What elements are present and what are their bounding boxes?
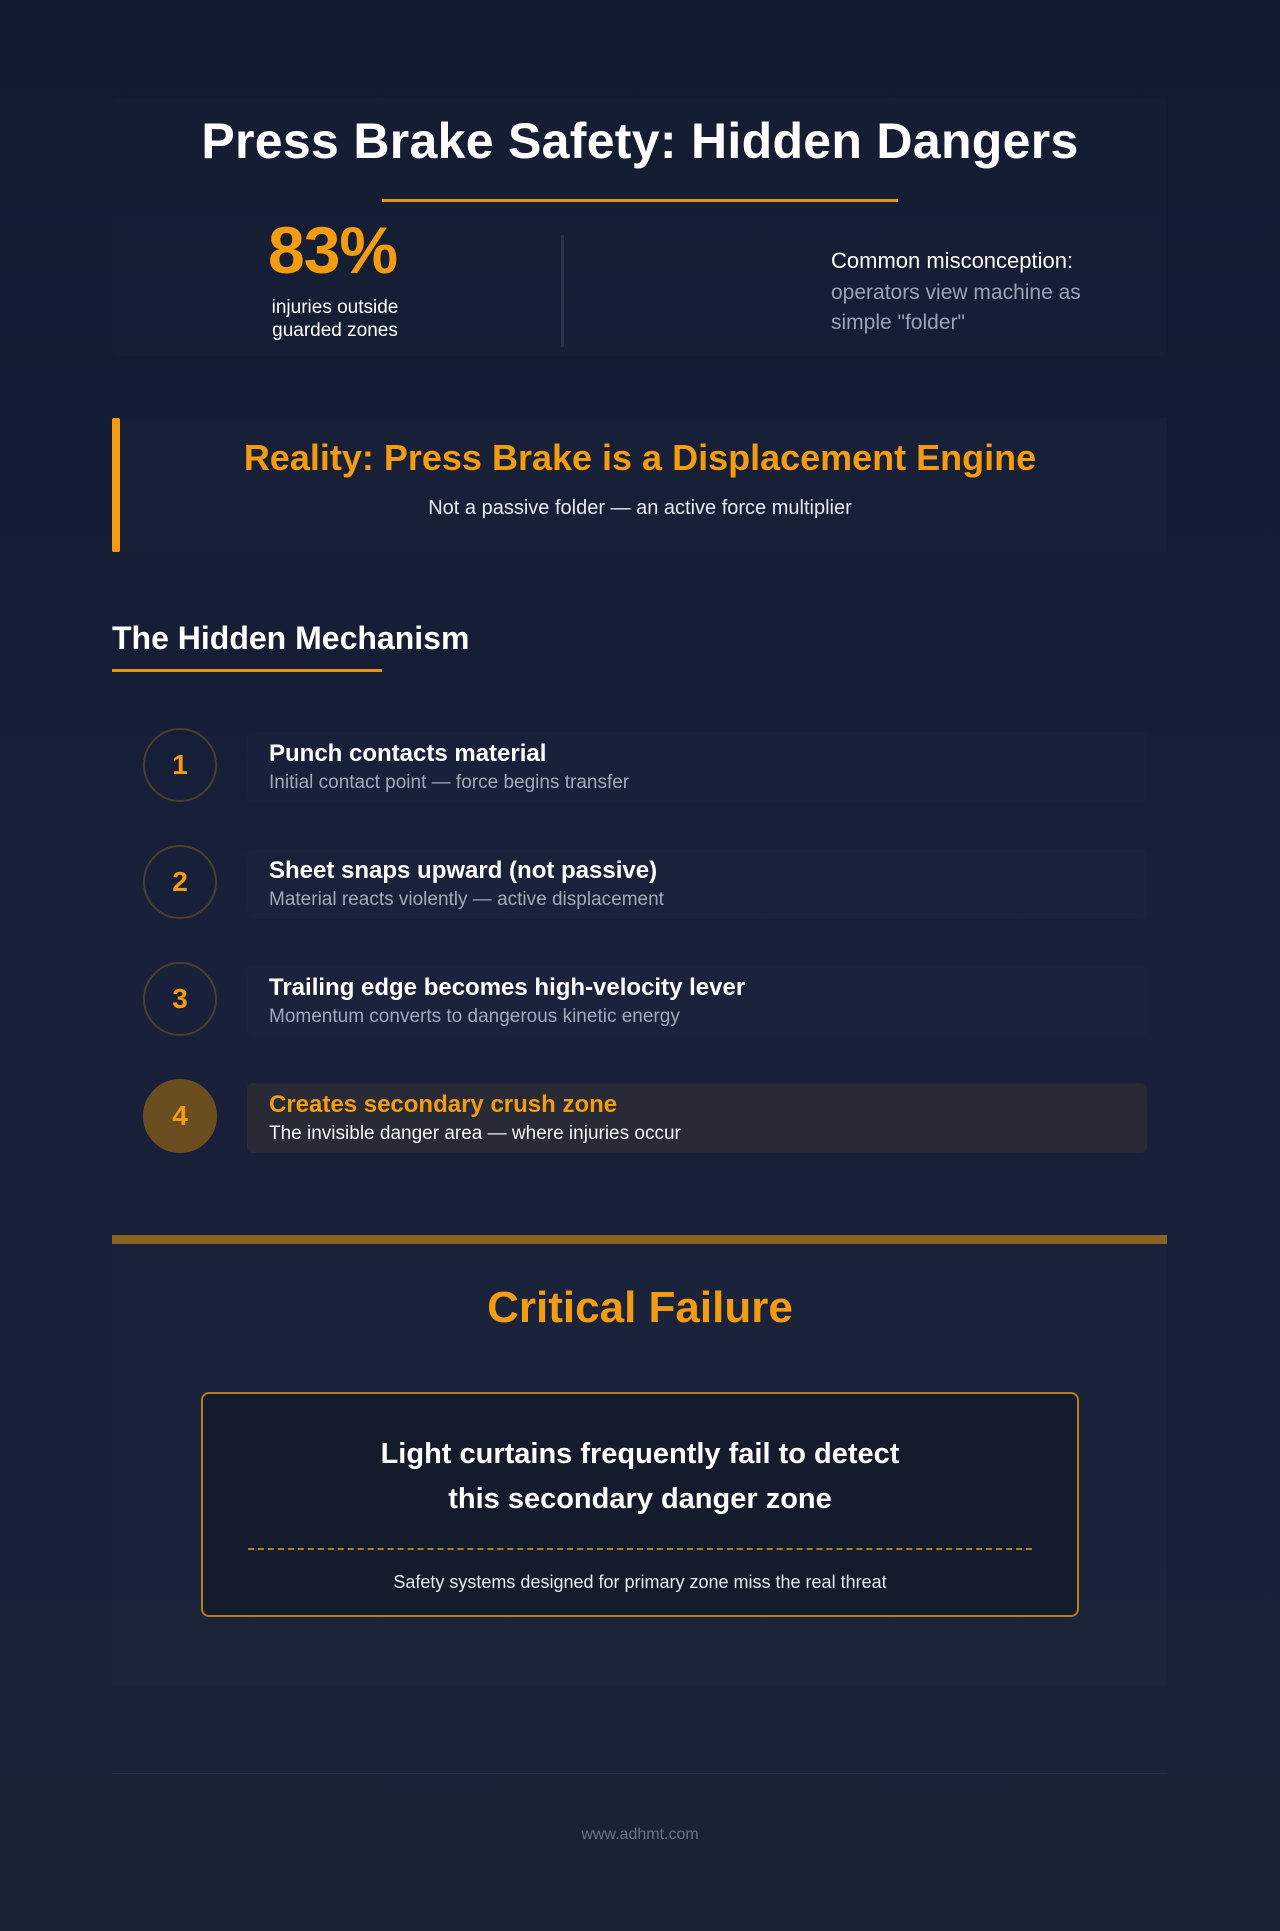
reality-accent-bar <box>112 418 120 552</box>
injury-stat-label: injuries outside guarded zones <box>271 297 399 341</box>
step-description: Material reacts violently — active displ… <box>269 889 664 910</box>
mechanism-step: 2 Sheet snaps upward (not passive) Mater… <box>112 845 1147 920</box>
mechanism-underline <box>112 669 382 672</box>
step-number-badge: 4 <box>143 1079 217 1153</box>
reality-title: Reality: Press Brake is a Displacement E… <box>243 437 1037 478</box>
misconception-body: operators view machine as simple "folder… <box>831 281 1081 334</box>
mechanism-step-highlighted: 4 Creates secondary crush zone The invis… <box>112 1079 1147 1154</box>
mechanism-step: 1 Punch contacts material Initial contac… <box>112 728 1147 803</box>
step-card <box>247 1083 1147 1153</box>
step-number-badge: 3 <box>143 962 217 1036</box>
step-title: Creates secondary crush zone <box>269 1091 618 1118</box>
stat-divider <box>561 235 564 347</box>
title-underline <box>382 199 898 202</box>
failure-statement: Light curtains frequently fail to detect… <box>380 1438 900 1515</box>
step-number-badge: 2 <box>143 845 217 919</box>
step-description: Initial contact point — force begins tra… <box>269 772 630 793</box>
reality-subtitle: Not a passive folder — an active force m… <box>428 497 852 519</box>
step-title: Punch contacts material <box>269 740 547 767</box>
step-number-badge: 1 <box>143 728 217 802</box>
step-description: The invisible danger area — where injuri… <box>269 1123 681 1144</box>
page-title: Press Brake Safety: Hidden Dangers <box>201 113 1079 169</box>
step-description: Momentum converts to dangerous kinetic e… <box>269 1006 680 1027</box>
dashed-divider <box>248 1548 1032 1550</box>
mechanism-title: The Hidden Mechanism <box>112 620 470 656</box>
failure-callout-box: Light curtains frequently fail to detect… <box>201 1392 1079 1617</box>
injury-stat-value: 83% <box>268 213 398 287</box>
mechanism-step: 3 Trailing edge becomes high-velocity le… <box>112 962 1147 1037</box>
critical-failure-top-bar <box>112 1235 1167 1244</box>
footer-url: www.adhmt.com <box>581 1826 699 1843</box>
misconception-heading: Common misconception: <box>831 248 1074 273</box>
footer-divider <box>112 1773 1167 1774</box>
step-title: Sheet snaps upward (not passive) <box>269 857 658 884</box>
failure-note: Safety systems designed for primary zone… <box>393 1572 887 1592</box>
critical-failure-title: Critical Failure <box>487 1283 793 1332</box>
step-title: Trailing edge becomes high-velocity leve… <box>269 974 746 1001</box>
